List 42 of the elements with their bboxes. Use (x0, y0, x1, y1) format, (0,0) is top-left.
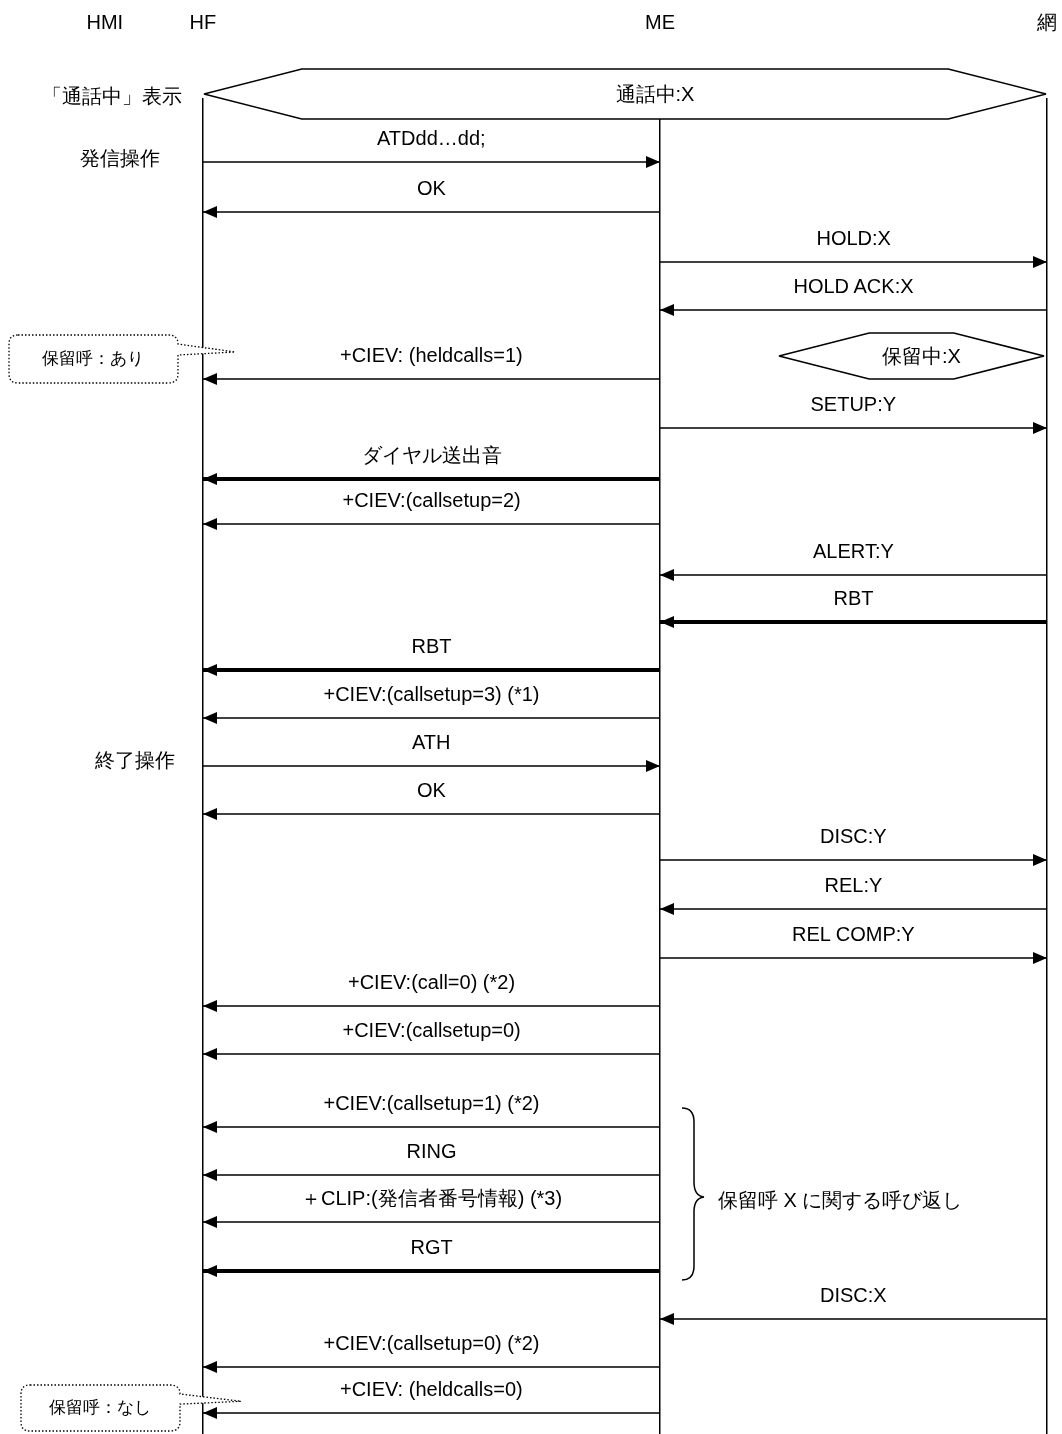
annotation-text: 「通話中」表示 (42, 84, 182, 108)
edge-label: REL:Y (824, 873, 883, 897)
edge-label: REL COMP:Y (792, 922, 915, 946)
edge-label: HOLD:X (816, 226, 891, 250)
callout-bubble (20, 1384, 242, 1432)
edge-label: +CIEV:(callsetup=2) (342, 488, 521, 512)
edge-label: HOLD ACK:X (793, 274, 914, 298)
edge-label: +CIEV:(callsetup=0) (*2) (323, 1331, 540, 1355)
lifeline-header: 網 (1037, 10, 1057, 34)
edge-label: ＋CLIP:(発信者番号情報) (*3) (301, 1186, 563, 1210)
state-hexagon (778, 332, 1045, 380)
edge-label: +CIEV:(call=0) (*2) (348, 970, 516, 994)
annotation-text: 発信操作 (80, 146, 160, 170)
edge-label: +CIEV:(callsetup=0) (342, 1018, 521, 1042)
annotation-text: 終了操作 (95, 748, 175, 772)
state-label: 保留中:X (882, 344, 961, 368)
lifeline-header: ME (645, 10, 675, 34)
annotation-text: HMI (86, 10, 124, 34)
edge-label: +CIEV: (heldcalls=0) (340, 1377, 523, 1401)
callout-bubble (8, 334, 236, 384)
edge-label: ATDdd…dd; (377, 126, 486, 150)
callout-text: 保留呼：あり (42, 348, 144, 370)
annotation-text: 保留呼 X に関する呼び返し (718, 1188, 963, 1212)
edge-label: ALERT:Y (813, 539, 894, 563)
edge-label: OK (417, 778, 446, 802)
state-hexagon (203, 68, 1047, 120)
edge-label: +CIEV:(callsetup=1) (*2) (323, 1091, 540, 1115)
edge-label: DISC:X (820, 1283, 887, 1307)
edge-label: SETUP:Y (810, 392, 897, 416)
edge-label: RBT (833, 586, 874, 610)
edge-label: RGT (410, 1235, 453, 1259)
edge-label: +CIEV: (heldcalls=1) (340, 343, 523, 367)
edge-label: RING (406, 1139, 457, 1163)
state-label: 通話中:X (615, 82, 695, 106)
callout-text: 保留呼：なし (49, 1397, 151, 1419)
edge-label: DISC:Y (820, 824, 887, 848)
edge-label: OK (417, 176, 446, 200)
edge-label: +CIEV:(callsetup=3) (*1) (323, 682, 540, 706)
edge-label: ダイヤル送出音 (361, 443, 502, 467)
lifeline-header: HF (189, 10, 217, 34)
edge-label: RBT (411, 634, 452, 658)
edge-label: ATH (412, 730, 451, 754)
